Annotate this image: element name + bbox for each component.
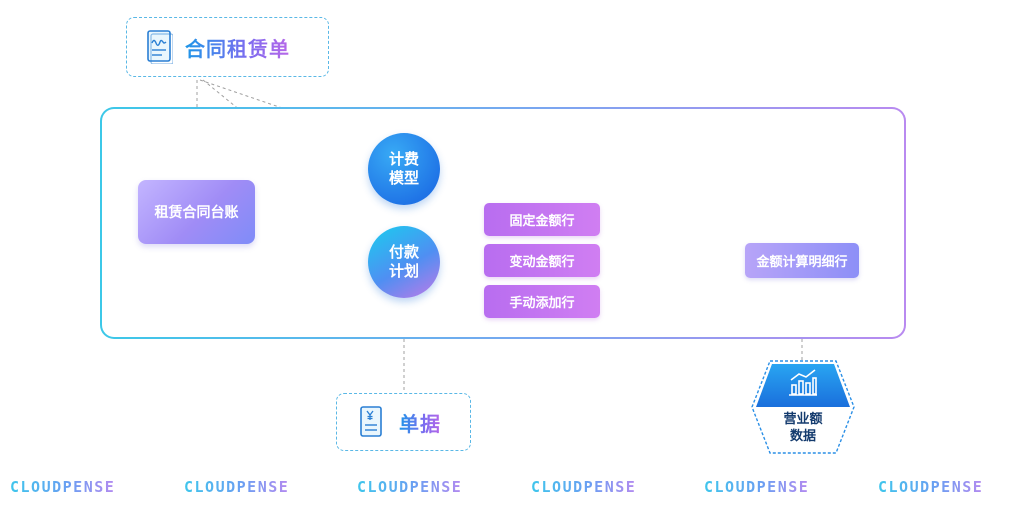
revenue-label: 营业额 数据 (750, 411, 856, 445)
watermark-text: CLOUDPENSE (704, 478, 810, 496)
lease-ledger-label: 租赁合同台账 (154, 205, 239, 221)
payment-plan-label-line1: 付款 (388, 243, 419, 261)
receipt-doc-title: 单据 (399, 408, 441, 437)
amount-detail-label: 金额计算明细行 (756, 255, 848, 270)
manual-row-node: 手动添加行 (484, 285, 600, 318)
fee-model-label-line1: 计费 (388, 150, 419, 168)
watermark-text: CLOUDPENSE (10, 478, 116, 496)
fixed-amount-row-node: 固定金额行 (484, 203, 600, 236)
revenue-data-node: 营业额 数据 (750, 359, 856, 455)
payment-plan-label-line2: 计划 (388, 262, 419, 280)
watermark-text: CLOUDPENSE (531, 478, 637, 496)
lease-ledger-node: 租赁合同台账 (138, 180, 255, 244)
manual-row-label: 手动添加行 (509, 296, 575, 311)
watermark-text: CLOUDPENSE (878, 478, 984, 496)
fee-model-node: 计费 模型 (368, 133, 440, 205)
contract-doc-box: 合同租赁单 (126, 17, 329, 77)
signed-document-icon (147, 30, 173, 64)
fee-model-label-line2: 模型 (388, 169, 419, 187)
amount-detail-node: 金额计算明细行 (745, 243, 859, 278)
fixed-amount-row-label: 固定金额行 (509, 214, 575, 229)
payment-plan-node: 付款 计划 (368, 226, 440, 298)
bar-chart-trend-icon (789, 369, 817, 396)
receipt-doc-box: 单据 (336, 393, 471, 451)
yen-receipt-icon (360, 406, 382, 437)
revenue-label-line1: 营业额 (783, 412, 823, 427)
variable-amount-row-label: 变动金额行 (509, 255, 575, 270)
watermark-row: CLOUDPENSE CLOUDPENSE CLOUDPENSE CLOUDPE… (0, 478, 1015, 498)
variable-amount-row-node: 变动金额行 (484, 244, 600, 277)
watermark-text: CLOUDPENSE (184, 478, 290, 496)
watermark-text: CLOUDPENSE (357, 478, 463, 496)
contract-doc-title: 合同租赁单 (185, 33, 290, 62)
revenue-label-line2: 数据 (789, 429, 816, 444)
